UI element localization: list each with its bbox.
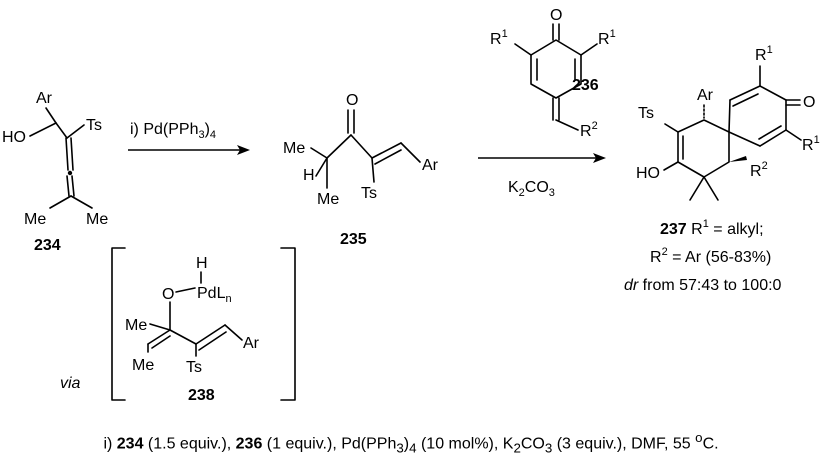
atom-o: O bbox=[162, 286, 174, 303]
bond bbox=[55, 122, 68, 139]
bond bbox=[70, 195, 93, 209]
reaction-conditions-footnote: i) 234 (1.5 equiv.), 236 (1 equiv.), Pd(… bbox=[103, 430, 719, 456]
atom-r1: R1 bbox=[598, 28, 616, 48]
intermediate-238-structure: via H PdLn O Me Me Ar Ts 238 bbox=[60, 247, 296, 404]
arrow1-reagent: i) Pd(PPh3)4 bbox=[130, 121, 216, 141]
arrow-head bbox=[237, 145, 250, 155]
bond bbox=[224, 324, 243, 341]
bond bbox=[374, 149, 402, 165]
bond bbox=[703, 176, 719, 201]
reaction-scheme: Ar HO Ts Me Me 234 i) Pd(PPh3)4 O Me H M bbox=[2, 7, 820, 404]
compound-234-structure: Ar HO Ts Me Me 234 bbox=[2, 90, 108, 254]
bond bbox=[663, 161, 679, 171]
atom-ho: HO bbox=[636, 165, 660, 182]
arrow2-reagent: K2CO3 bbox=[508, 179, 555, 199]
bond bbox=[310, 147, 328, 159]
bond bbox=[400, 142, 421, 163]
atom-ts: Ts bbox=[186, 359, 202, 376]
compound-237-structure: Ar Ts HO R2 R1 O R1 237 R1 = alkyl; R2 =… bbox=[624, 44, 820, 294]
bond bbox=[169, 329, 197, 345]
atom-r1: R1 bbox=[755, 44, 773, 64]
bond bbox=[149, 323, 171, 331]
compound-label-238: 238 bbox=[188, 387, 215, 404]
bond bbox=[580, 43, 598, 56]
atom-o: O bbox=[346, 92, 358, 109]
bond bbox=[70, 137, 74, 171]
arrow-head bbox=[593, 153, 606, 163]
atom-r2: R2 bbox=[750, 160, 768, 180]
bond bbox=[71, 175, 75, 197]
bond bbox=[371, 142, 402, 159]
atom-ts: Ts bbox=[86, 117, 102, 134]
left-bracket bbox=[111, 247, 126, 401]
bond bbox=[664, 123, 679, 133]
atom-ar: Ar bbox=[697, 87, 714, 104]
bond bbox=[315, 157, 328, 177]
allene-dot bbox=[67, 170, 73, 176]
atom-o: O bbox=[803, 94, 815, 111]
atom-me: Me bbox=[24, 211, 46, 228]
bond bbox=[45, 107, 57, 124]
atom-ts: Ts bbox=[361, 185, 377, 202]
bond bbox=[729, 85, 761, 101]
compound-label-235: 235 bbox=[340, 231, 367, 248]
atom-o: O bbox=[550, 7, 562, 24]
compound-236-structure: O R1 R1 R2 236 bbox=[490, 7, 616, 140]
atom-ar: Ar bbox=[243, 335, 260, 352]
bond bbox=[66, 124, 85, 139]
product-line-2: R2 = Ar (56-83%) bbox=[650, 246, 771, 266]
bond bbox=[689, 176, 705, 201]
reaction-arrow-1: i) Pd(PPh3)4 bbox=[128, 121, 250, 155]
atom-r2: R2 bbox=[580, 120, 598, 140]
reaction-arrow-2: K2CO3 bbox=[478, 153, 606, 199]
atom-ar: Ar bbox=[36, 90, 53, 107]
bond bbox=[785, 129, 802, 141]
bond bbox=[728, 99, 731, 133]
bond bbox=[350, 134, 373, 159]
compound-235-structure: O Me H Me Ar Ts 235 bbox=[283, 92, 439, 248]
via-label: via bbox=[60, 375, 81, 392]
atom-r1: R1 bbox=[490, 28, 508, 48]
atom-me: Me bbox=[86, 211, 108, 228]
product-line-1: 237 R1 = alkyl; bbox=[660, 218, 764, 238]
atom-me: Me bbox=[283, 140, 305, 157]
right-bracket bbox=[280, 247, 296, 401]
atom-r1: R1 bbox=[802, 134, 820, 154]
compound-label-234: 234 bbox=[34, 237, 61, 254]
bond bbox=[732, 93, 759, 107]
bond bbox=[758, 125, 782, 140]
bond bbox=[29, 122, 57, 137]
bond bbox=[555, 119, 579, 131]
atom-h: H bbox=[303, 167, 315, 184]
wedge-bond bbox=[729, 156, 747, 162]
compound-label-236: 236 bbox=[572, 77, 599, 94]
atom-ar: Ar bbox=[422, 157, 439, 174]
atom-ho: HO bbox=[2, 129, 26, 146]
bond bbox=[759, 129, 787, 147]
ring-bonds bbox=[677, 119, 730, 178]
atom-me: Me bbox=[132, 357, 154, 374]
bond bbox=[759, 85, 787, 101]
bond bbox=[728, 131, 761, 147]
atom-me: Me bbox=[317, 191, 339, 208]
bond bbox=[175, 287, 196, 293]
atom-ts: Ts bbox=[638, 105, 654, 122]
bond bbox=[326, 134, 352, 159]
atom-me: Me bbox=[125, 317, 147, 334]
bond bbox=[198, 331, 227, 351]
bond bbox=[66, 175, 70, 197]
bond bbox=[151, 335, 171, 349]
bond bbox=[514, 43, 532, 56]
bond bbox=[147, 329, 171, 345]
atom-h: H bbox=[196, 255, 208, 272]
product-line-3: dr from 57:43 to 100:0 bbox=[624, 277, 782, 294]
bond bbox=[65, 137, 69, 171]
atom-pdln: PdLn bbox=[197, 285, 232, 305]
bond bbox=[49, 195, 72, 209]
bond bbox=[195, 324, 226, 345]
bond bbox=[371, 157, 375, 183]
